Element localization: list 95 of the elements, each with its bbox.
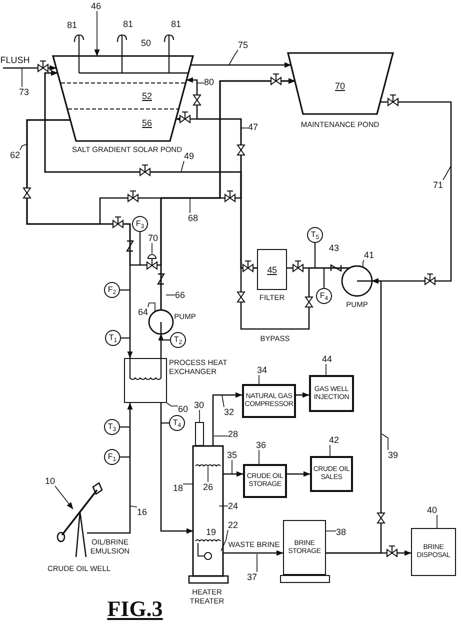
leader-line	[256, 554, 258, 572]
reference-numeral: 37	[247, 572, 257, 582]
reference-numeral: 75	[238, 40, 248, 50]
reference-numeral: 39	[388, 450, 398, 460]
pipe	[223, 550, 284, 556]
leader-line	[20, 144, 28, 150]
leader-line	[180, 160, 184, 172]
reference-numeral: 70	[335, 81, 345, 91]
reference-numeral: 50	[141, 38, 151, 48]
instrument-bubble: F$_{2}$	[104, 282, 120, 298]
leader-line	[228, 50, 238, 66]
reference-numeral: 38	[336, 527, 346, 537]
pipe	[160, 403, 194, 534]
reference-numeral: 41	[364, 250, 374, 260]
instrument-bubble: T$_{2}$	[170, 332, 186, 348]
zone-number: 52	[142, 91, 152, 101]
reference-numeral: 30	[194, 400, 204, 410]
instrument-line	[120, 456, 130, 458]
reference-numeral: 24	[228, 501, 238, 511]
instrument-bubble: F$_{4}$	[316, 288, 332, 304]
reference-numeral: 43	[329, 243, 339, 253]
instrument-bubble: T$_{4}$	[169, 415, 185, 431]
leader-arrow	[54, 486, 74, 510]
reference-numeral: 73	[19, 87, 29, 97]
reference-numeral: 81	[171, 19, 181, 29]
pipe	[3, 65, 57, 71]
leader-line	[258, 374, 260, 384]
reference-numeral: 36	[256, 440, 266, 450]
reference-numeral: 35	[227, 450, 237, 460]
instrument-bubble: T$_{1}$	[105, 330, 121, 346]
reference-numeral: 64	[138, 307, 148, 317]
leader-line	[222, 394, 224, 408]
instrument-bubble: T$_{5}$	[307, 227, 323, 243]
instrument-line	[161, 339, 170, 341]
pipe	[157, 78, 296, 266]
instrument-line	[161, 422, 169, 424]
pipe	[186, 77, 257, 269]
reference-numeral: 49	[184, 151, 194, 161]
instrument-bubble: F$_{1}$	[104, 449, 120, 465]
leader-line	[199, 410, 200, 422]
zone-number: 56	[142, 118, 152, 128]
reference-numeral: 18	[173, 483, 183, 493]
reference-numeral: 44	[322, 354, 332, 364]
edge-label: FLUSH	[0, 55, 30, 65]
reference-numeral: 42	[329, 435, 339, 445]
reference-numeral: 70	[148, 233, 158, 243]
reference-numeral: 10	[45, 476, 55, 486]
reference-numeral: 16	[137, 507, 147, 517]
pipe	[158, 334, 164, 358]
reference-numeral: 81	[123, 19, 133, 29]
leader-line	[326, 530, 336, 532]
leader-arrow	[94, 10, 100, 56]
instrument-line	[120, 289, 130, 291]
leader-line	[362, 260, 364, 268]
pipe	[190, 62, 292, 68]
leader-line	[166, 402, 178, 406]
instrument-line	[323, 268, 325, 288]
pipe	[212, 392, 242, 446]
instrument-line	[139, 232, 147, 266]
pipe	[296, 392, 310, 398]
reference-numeral: 40	[427, 505, 437, 515]
figure-caption: FIG.3	[107, 597, 163, 621]
pipe	[223, 471, 244, 477]
reference-numeral: 68	[188, 213, 198, 223]
reference-numeral: 32	[224, 407, 234, 417]
leader-line	[166, 294, 176, 296]
instrument-line	[121, 337, 130, 339]
pipe	[160, 116, 242, 310]
pipe	[87, 402, 133, 534]
reference-numeral: 62	[10, 150, 20, 160]
reference-numeral: 34	[257, 365, 267, 375]
filter-box: 45	[257, 249, 287, 290]
leader-line	[258, 450, 260, 464]
leader-line	[382, 434, 388, 450]
pipe	[326, 550, 412, 556]
pipe	[44, 70, 350, 330]
reference-numeral: 60	[178, 404, 188, 414]
reference-numeral: 66	[175, 290, 185, 300]
reference-numeral: 22	[228, 520, 238, 530]
reference-numeral: 81	[67, 20, 77, 30]
instrument-line	[120, 426, 130, 428]
reference-numeral: 28	[228, 429, 238, 439]
instrument-line	[314, 243, 316, 268]
pipe	[287, 471, 310, 477]
instrument-bubble: T$_{3}$	[104, 419, 120, 435]
leader-line	[148, 302, 156, 312]
instrument-bubble: F$_{3}$	[132, 216, 148, 232]
reference-numeral: 80	[204, 77, 214, 87]
reference-numeral: 46	[91, 1, 101, 11]
reference-numeral: 71	[433, 180, 443, 190]
leader-line	[436, 514, 438, 528]
reference-numeral: 47	[248, 122, 258, 132]
leader-line	[196, 82, 204, 84]
leader-line	[130, 506, 138, 508]
leader-line	[442, 166, 452, 180]
